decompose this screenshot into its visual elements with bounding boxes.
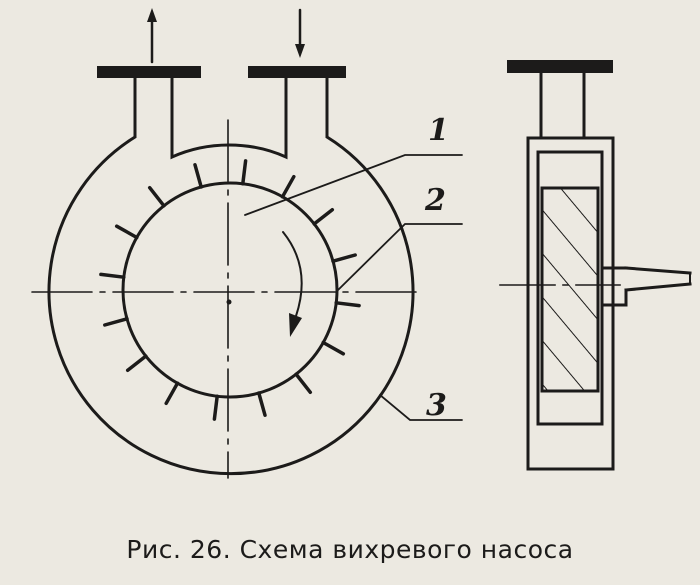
blade (334, 301, 361, 308)
center-dot (226, 299, 232, 305)
figure-caption: Рис. 26. Схема вихревого насоса (126, 535, 574, 564)
inlet-arrow (147, 8, 157, 64)
impeller-section (540, 186, 600, 393)
callout-2: 2 (424, 183, 446, 218)
side-view (499, 60, 692, 471)
rotation-arrow (282, 231, 303, 337)
leader-line-3 (379, 394, 463, 421)
blade (241, 159, 248, 186)
blade (294, 372, 313, 395)
side-inner-chamber (536, 150, 604, 426)
side-flange (507, 60, 613, 73)
pump-casing (47, 76, 415, 476)
blade (257, 391, 267, 417)
blade (99, 272, 126, 279)
leader-line-2 (335, 223, 463, 293)
shaft (600, 266, 692, 307)
leader-lines (244, 154, 463, 421)
blade (312, 207, 335, 226)
leader-line-1 (244, 154, 463, 216)
outlet-flange (248, 66, 346, 78)
callout-1: 1 (428, 113, 449, 148)
front-view (31, 8, 463, 479)
blade (212, 394, 219, 421)
outlet-arrow (295, 8, 305, 58)
inlet-flange (97, 66, 201, 78)
impeller-wheel (121, 181, 339, 399)
blade (331, 253, 357, 263)
blade (125, 354, 148, 373)
blade (147, 185, 166, 208)
blade (114, 224, 139, 240)
blade (321, 340, 346, 356)
blade (164, 381, 180, 406)
impeller-blades (99, 159, 361, 421)
center-lines (31, 119, 421, 479)
blade (193, 163, 203, 189)
callout-3: 3 (426, 388, 447, 423)
blade (103, 317, 129, 327)
blade (280, 174, 296, 199)
